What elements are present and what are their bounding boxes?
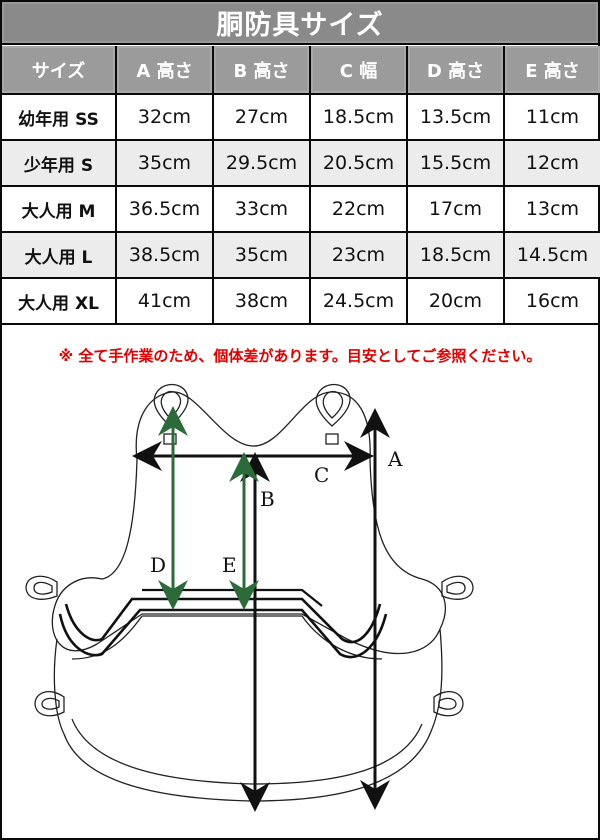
b-cell: 29.5cm bbox=[212, 139, 311, 187]
column-header-e-height: E 高さ bbox=[503, 46, 600, 95]
c-cell: 23cm bbox=[309, 231, 408, 279]
b-cell: 38cm bbox=[212, 277, 311, 325]
armor-outline bbox=[51, 391, 446, 802]
label-d: D bbox=[150, 553, 166, 577]
table-header-row: サイズ A 高さ B 高さ C 幅 D 高さ E 高さ bbox=[0, 46, 600, 95]
e-cell: 16cm bbox=[503, 277, 600, 325]
d-cell: 17cm bbox=[406, 185, 505, 233]
do-armor-diagram: A B C D E bbox=[2, 374, 598, 838]
table-row: 少年用 S 35cm 29.5cm 20.5cm 15.5cm 12cm bbox=[0, 139, 600, 187]
size-cell: 大人用 M bbox=[0, 185, 117, 233]
column-header-d-height: D 高さ bbox=[406, 46, 505, 95]
a-cell: 38.5cm bbox=[115, 231, 214, 279]
e-cell: 12cm bbox=[503, 139, 600, 187]
label-b: B bbox=[260, 487, 275, 511]
table-row: 幼年用 SS 32cm 27cm 18.5cm 13.5cm 11cm bbox=[0, 93, 600, 141]
b-cell: 27cm bbox=[212, 93, 311, 141]
c-cell: 20.5cm bbox=[309, 139, 408, 187]
d-cell: 18.5cm bbox=[406, 231, 505, 279]
c-cell: 24.5cm bbox=[309, 277, 408, 325]
d-cell: 20cm bbox=[406, 277, 505, 325]
loop-rings bbox=[25, 383, 474, 717]
e-cell: 14.5cm bbox=[503, 231, 600, 279]
label-a: A bbox=[387, 447, 403, 471]
page-title: 胴防具サイズ bbox=[216, 10, 384, 41]
size-cell: 少年用 S bbox=[0, 139, 117, 187]
b-cell: 35cm bbox=[212, 231, 311, 279]
e-cell: 13cm bbox=[503, 185, 600, 233]
title-bar: 胴防具サイズ bbox=[2, 2, 598, 45]
table-row: 大人用 M 36.5cm 33cm 22cm 17cm 13cm bbox=[0, 185, 600, 233]
size-cell: 幼年用 SS bbox=[0, 93, 117, 141]
c-cell: 22cm bbox=[309, 185, 408, 233]
table-row: 大人用 L 38.5cm 35cm 23cm 18.5cm 14.5cm bbox=[0, 231, 600, 279]
size-cell: 大人用 L bbox=[0, 231, 117, 279]
d-cell: 15.5cm bbox=[406, 139, 505, 187]
e-cell: 11cm bbox=[503, 93, 600, 141]
size-cell: 大人用 XL bbox=[0, 277, 117, 325]
a-cell: 41cm bbox=[115, 277, 214, 325]
label-e: E bbox=[222, 553, 237, 577]
c-cell: 18.5cm bbox=[309, 93, 408, 141]
a-cell: 35cm bbox=[115, 139, 214, 187]
column-header-b-height: B 高さ bbox=[212, 46, 311, 95]
table-row: 大人用 XL 41cm 38cm 24.5cm 20cm 16cm bbox=[0, 277, 600, 325]
column-header-size: サイズ bbox=[0, 46, 117, 95]
label-c: C bbox=[314, 463, 329, 487]
a-cell: 36.5cm bbox=[115, 185, 214, 233]
a-cell: 32cm bbox=[115, 93, 214, 141]
b-cell: 33cm bbox=[212, 185, 311, 233]
column-header-a-height: A 高さ bbox=[115, 46, 214, 95]
size-table: サイズ A 高さ B 高さ C 幅 D 高さ E 高さ 幼年用 SS 32cm … bbox=[0, 46, 600, 325]
handmade-note: ※ 全て手作業のため、個体差があります。目安としてご参照ください。 bbox=[58, 346, 542, 365]
chest-ribs bbox=[58, 588, 388, 659]
column-header-c-width: C 幅 bbox=[309, 46, 408, 95]
d-cell: 13.5cm bbox=[406, 93, 505, 141]
